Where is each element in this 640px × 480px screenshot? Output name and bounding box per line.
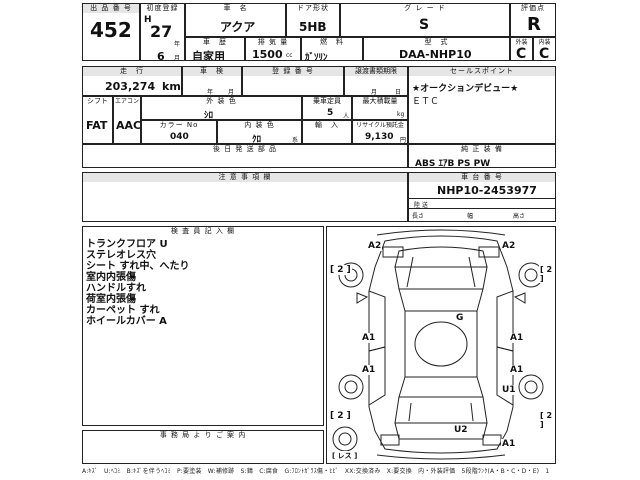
first-registration-label: 初度登録 xyxy=(146,4,179,12)
car-diagram-cell: A2 A2 [ 2 ] [ 2 ] G A1 A1 A1 A1 U1 [ 2 ]… xyxy=(326,226,556,464)
inspector-line-1: トランクフロア U xyxy=(86,239,168,250)
door-type: 5HB xyxy=(299,20,327,34)
grade-cell: グ レ ー ド S xyxy=(340,3,510,37)
inspector-line-3: シート すれ中、へたり xyxy=(86,261,190,272)
mark-u2: U2 xyxy=(453,425,469,435)
interior-score-cell: 内装 C xyxy=(533,37,556,61)
mark-u1: U1 xyxy=(501,385,517,395)
interior-score: C xyxy=(539,46,550,61)
shift-cell: シフト FAT xyxy=(82,96,113,144)
transfer-deadline-cell: 譲渡書類期限 月 日 xyxy=(344,66,408,96)
exterior-color: ｼﾛ xyxy=(204,111,214,120)
fuel-type: ｶﾞｿﾘﾝ xyxy=(305,53,328,61)
inspection-cell: 車 検 年 月 xyxy=(182,66,242,96)
model-code-cell: 型 式 DAA-NHP10 xyxy=(363,37,510,61)
model-code: DAA-NHP10 xyxy=(399,48,472,61)
mark-a2-right: A2 xyxy=(501,241,517,251)
mark-a1-left-front: A1 xyxy=(361,333,377,343)
model-name: アクア xyxy=(220,20,256,34)
exterior-color-cell: 外 装 色 ｼﾛ xyxy=(141,96,302,120)
first-reg-year: 27 xyxy=(150,22,173,41)
color-number-cell: カラー No 040 xyxy=(141,120,217,144)
mark-2-front-left: [ 2 ] xyxy=(329,265,352,275)
mark-a1-left-rear: A1 xyxy=(361,365,377,375)
inspector-line-7: カーペット すれ xyxy=(86,305,160,316)
mark-2-rear-left: [ 2 ] xyxy=(329,411,352,421)
lot-number-cell: 出 品 番 号 452 xyxy=(82,3,140,61)
aircon-cell: エアコン AAC xyxy=(113,96,141,144)
interior-color-cell: 内 装 色 ｸﾛ 系 xyxy=(217,120,302,144)
recycle-fee-cell: リサイクル預託金 9,130 円 xyxy=(352,120,408,144)
sales-point-cell: セールスポイント ★オークションデビュー★ ＥＴＣ xyxy=(408,66,556,144)
mark-a1-right-front: A1 xyxy=(509,333,525,343)
doors-cell: ドア形状 5HB xyxy=(286,3,340,37)
mark-spare-none: [ レス ] xyxy=(331,451,359,461)
chassis-cell: 車 台 番 号 NHP10-2453977 陸 送 長さ 幅 高さ xyxy=(408,172,556,222)
score-cell: 評価点 R xyxy=(510,3,556,37)
inspector-line-4: 室内内張傷 xyxy=(86,272,136,283)
max-load-cell: 最大積載量 kg xyxy=(352,96,408,120)
inspector-line-5: ハンドルすれ xyxy=(86,283,146,294)
fuel-cell: 燃 料 ｶﾞｿﾘﾝ xyxy=(301,37,363,61)
era: H xyxy=(144,15,152,25)
equipment-cell: 純 正 装 備 ABS ｴｱB PS PW xyxy=(408,144,556,168)
overall-score: R xyxy=(527,14,541,35)
first-registration-cell: 初度登録 H 27 年 6 月 xyxy=(140,3,185,61)
sales-point-line-1: ★オークションデビュー★ xyxy=(412,84,519,94)
exterior-score-cell: 外装 C xyxy=(510,37,533,61)
mark-a1-right-rear: A1 xyxy=(509,365,525,375)
inspector-comments-cell: 検 査 員 記 入 欄 トランクフロア U ステレオレス穴 シート すれ中、へた… xyxy=(82,226,324,426)
aircon: AAC xyxy=(116,119,141,132)
model-name-cell: 車 名 アクア xyxy=(185,3,286,37)
mark-2-front-right: [ 2 ] xyxy=(539,265,555,283)
office-note-cell: 事 務 局 よ り ご 案 内 xyxy=(82,430,324,464)
mark-2-rear-right: [ 2 ] xyxy=(539,411,555,429)
car-diagram xyxy=(332,229,544,460)
grade: S xyxy=(419,17,430,33)
mileage: 203,274 xyxy=(105,80,156,93)
aftermarket-parts-cell: 後 日 発 送 部 品 xyxy=(82,144,408,168)
mark-g: G xyxy=(455,313,465,323)
equipment: ABS ｴｱB PS PW xyxy=(415,159,491,168)
displacement: 1500 xyxy=(252,48,283,61)
vehicle-use: 自家用 xyxy=(192,50,225,61)
mileage-cell: 走 行 203,274 km xyxy=(82,66,182,96)
displacement-cell: 排 気 量 1500 cc xyxy=(245,37,301,61)
inspector-line-6: 荷室内張傷 xyxy=(86,294,136,305)
chassis-number: NHP10-2453977 xyxy=(437,184,537,197)
inspector-line-2: ステレオレス穴 xyxy=(86,250,156,261)
inspector-line-8: ホイールカバー A xyxy=(86,316,167,327)
mark-a1-rear: A1 xyxy=(501,439,517,449)
first-reg-month: 6 xyxy=(157,50,165,61)
import-cell: 輸 入 xyxy=(302,120,352,144)
sales-point-line-2: ＥＴＣ xyxy=(412,97,440,107)
capacity: 5 xyxy=(327,108,334,118)
color-number: 040 xyxy=(170,132,189,142)
lot-number: 452 xyxy=(90,18,132,42)
notes-cell: 注 意 事 項 欄 xyxy=(82,172,408,222)
shift: FAT xyxy=(86,119,108,132)
interior-color: ｸﾛ xyxy=(252,135,262,144)
recycle-fee: 9,130 xyxy=(365,132,394,142)
mark-a2-left: A2 xyxy=(367,241,383,251)
exterior-score: C xyxy=(516,46,527,61)
vehicle-use-cell: 車 歴 自家用 xyxy=(185,37,245,61)
damage-legend: A:ｷｽﾞ U:ﾍｺﾐ B:ｷｽﾞを伴うﾍｺﾐ P:要塗装 W:補修跡 S:錆 … xyxy=(82,468,550,475)
lot-number-label: 出 品 番 号 xyxy=(83,4,139,13)
capacity-cell: 乗車定員 5 人 xyxy=(302,96,352,120)
registration-number-cell: 登 録 番 号 xyxy=(242,66,344,96)
